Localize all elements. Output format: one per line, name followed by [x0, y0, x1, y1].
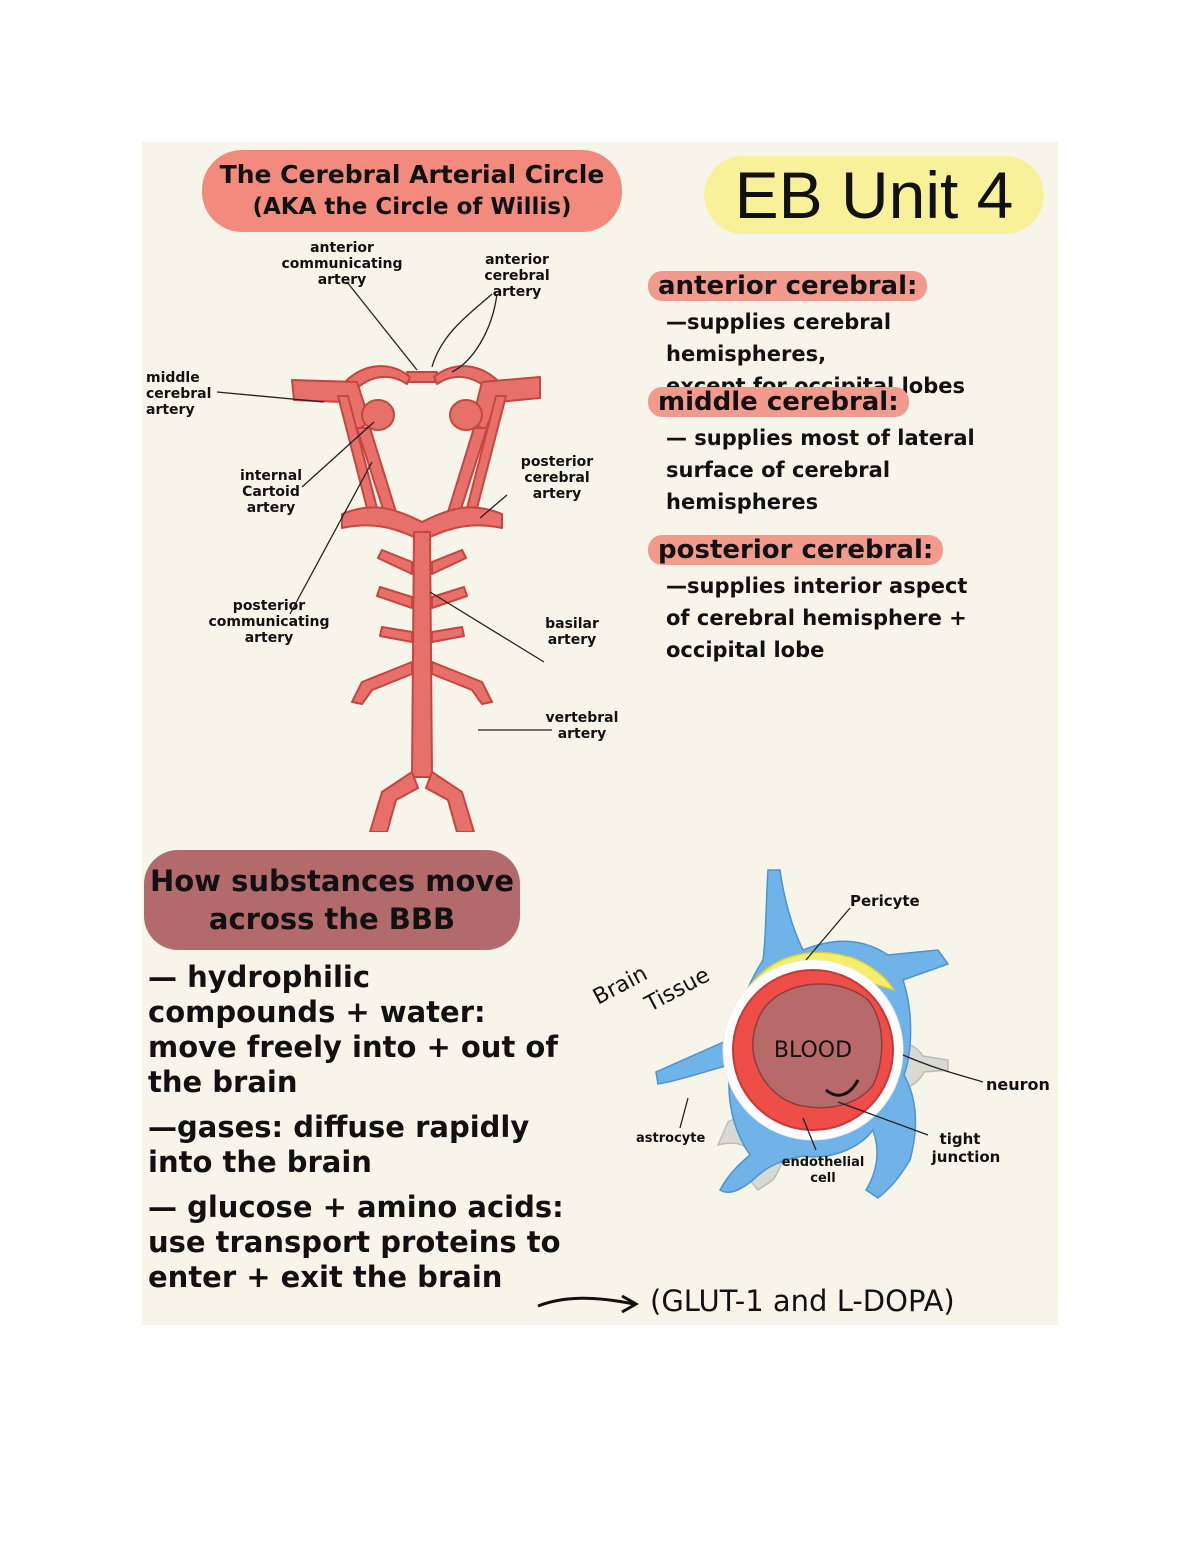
- arrow-icon: [537, 1294, 640, 1314]
- label-anterior-communicating: anterior communicating artery: [281, 240, 403, 288]
- anterior-cerebral-section: anterior cerebral: —supplies cerebral he…: [648, 270, 1058, 402]
- blood-label: BLOOD: [774, 1038, 852, 1063]
- artery-structure: [291, 365, 541, 832]
- posterior-cerebral-text-3: occipital lobe: [666, 638, 825, 662]
- bbb-item-2-line-2: into the brain: [148, 1145, 372, 1179]
- bbb-cell-diagram: Pericyte Brain Tissue BLOOD neuron astro…: [589, 869, 1050, 1199]
- right-middle-cerebral-vessel: [471, 376, 541, 431]
- neuron-label: neuron: [986, 1075, 1050, 1094]
- left-vertebral-vessel: [369, 771, 419, 832]
- bbb-item-2-line-1: —gases: diffuse rapidly: [148, 1110, 530, 1144]
- label-internal-carotid: internal Cartoid artery: [239, 468, 303, 516]
- note-sheet: The Cerebral Arterial Circle (AKA the Ci…: [142, 142, 1058, 1325]
- posterior-cerebral-vessel: [341, 506, 503, 538]
- bbb-item-3-line-1: — glucose + amino acids:: [148, 1190, 564, 1224]
- bbb-item-glucose: — glucose + amino acids: use transport p…: [148, 1190, 608, 1295]
- unit-title: EB Unit 4: [704, 156, 1044, 234]
- circle-of-willis-diagram: [216, 281, 552, 832]
- middle-cerebral-heading: middle cerebral:: [648, 387, 909, 417]
- tight-junction-label-1: tight: [940, 1130, 981, 1148]
- bbb-title-line-1: How substances move: [149, 864, 514, 898]
- brain-tissue-label-2: Tissue: [640, 963, 714, 1018]
- label-basilar: basilar artery: [545, 616, 599, 648]
- middle-cerebral-text-1: — supplies most of lateral: [666, 426, 975, 450]
- title-line-1: The Cerebral Arterial Circle: [219, 160, 605, 189]
- posterior-cerebral-section: posterior cerebral: —supplies interior a…: [648, 534, 1058, 666]
- transport-note: (GLUT-1 and L-DOPA): [650, 1284, 955, 1318]
- anterior-cerebral-heading: anterior cerebral:: [648, 271, 928, 301]
- label-middle-cerebral: middle cerebral artery: [146, 370, 212, 418]
- title-line-2: (AKA the Circle of Willis): [252, 194, 572, 220]
- bbb-list: — hydrophilic compounds + water: move fr…: [148, 960, 608, 1305]
- brain-tissue-label-1: Brain: [589, 961, 652, 1010]
- astrocyte-label: astrocyte: [636, 1131, 705, 1146]
- bbb-item-1-line-1: — hydrophilic: [148, 960, 371, 994]
- middle-cerebral-text-2: surface of cerebral: [666, 458, 891, 482]
- bbb-item-gases: —gases: diffuse rapidly into the brain: [148, 1110, 608, 1180]
- label-anterior-cerebral: anterior cerebral artery: [484, 252, 550, 300]
- bbb-item-hydrophilic: — hydrophilic compounds + water: move fr…: [148, 960, 608, 1100]
- bbb-item-1-line-4: the brain: [148, 1065, 298, 1099]
- bbb-item-3-line-2: use transport proteins to: [148, 1225, 561, 1259]
- basilar-vessel: [411, 531, 433, 778]
- label-posterior-communicating: posterior communicating artery: [208, 598, 330, 646]
- bbb-item-1-line-2: compounds + water:: [148, 995, 486, 1029]
- endothelial-label-1: endothelial: [782, 1155, 865, 1170]
- label-posterior-cerebral: posterior cerebral artery: [520, 454, 594, 502]
- anterior-cerebral-text-1: —supplies cerebral hemispheres,: [666, 310, 892, 366]
- tight-junction-label-2: junction: [931, 1148, 1001, 1166]
- bbb-item-3-line-3: enter + exit the brain: [148, 1260, 503, 1294]
- right-vertebral-vessel: [425, 771, 475, 832]
- posterior-cerebral-text-2: of cerebral hemisphere +: [666, 606, 967, 630]
- middle-cerebral-text-3: hemispheres: [666, 490, 819, 514]
- blood-lumen: [752, 983, 883, 1109]
- posterior-cerebral-heading: posterior cerebral:: [648, 535, 944, 565]
- left-middle-cerebral-vessel: [291, 379, 371, 431]
- bbb-title-line-2: across the BBB: [208, 902, 456, 936]
- anterior-communicating-vessel: [406, 371, 438, 383]
- posterior-cerebral-text-1: —supplies interior aspect: [666, 574, 968, 598]
- pericyte-label: Pericyte: [850, 892, 920, 910]
- middle-cerebral-section: middle cerebral: — supplies most of late…: [648, 386, 1058, 518]
- endothelial-label-2: cell: [810, 1171, 835, 1186]
- bbb-item-1-line-3: move freely into + out of: [148, 1030, 558, 1064]
- bbb-title: How substances move across the BBB: [144, 850, 520, 950]
- circle-of-willis-title: The Cerebral Arterial Circle (AKA the Ci…: [202, 150, 622, 232]
- label-vertebral: vertebral artery: [545, 710, 619, 742]
